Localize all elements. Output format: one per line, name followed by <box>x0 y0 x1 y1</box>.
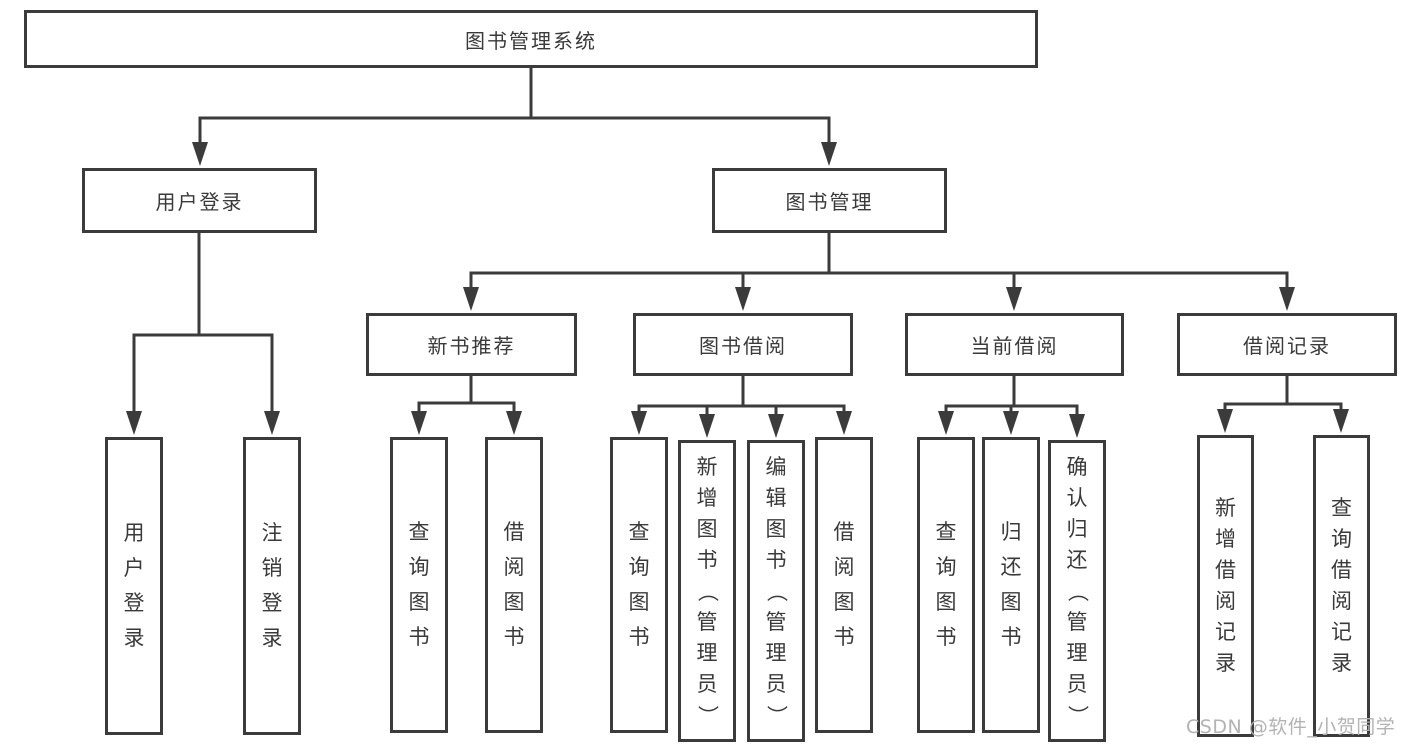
node-label: 查询图书 <box>628 520 650 649</box>
node-book-borrow: 图书借阅 <box>633 313 853 376</box>
node-label: 用户登录 <box>155 190 244 214</box>
leaf-return-book: 归还图书 <box>982 437 1040 733</box>
node-label: 借阅图书 <box>503 520 525 649</box>
node-label: 确认归还（管理员） <box>1065 454 1090 726</box>
node-label: 借阅图书 <box>833 520 855 649</box>
node-label: 新书推荐 <box>427 334 516 358</box>
leaf-borrow-books: 借阅图书 <box>815 437 873 733</box>
node-current-borrow: 当前借阅 <box>905 313 1124 376</box>
leaf-borrow-books-recommend: 借阅图书 <box>485 437 543 733</box>
node-label: 借阅记录 <box>1243 334 1331 358</box>
node-label: 查询图书 <box>408 520 430 649</box>
leaf-query-borrow-record: 查询借阅记录 <box>1313 435 1370 737</box>
leaf-logout: 注销登录 <box>243 437 301 735</box>
node-label: 图书管理 <box>785 190 874 214</box>
node-label: 归还图书 <box>1000 520 1022 649</box>
leaf-edit-book-admin: 编辑图书（管理员） <box>747 440 805 742</box>
node-label: 编辑图书（管理员） <box>764 454 789 726</box>
node-label: 新增借阅记录 <box>1215 496 1236 675</box>
leaf-query-books-current: 查询图书 <box>917 437 975 733</box>
node-user-login: 用户登录 <box>82 168 317 233</box>
leaf-confirm-return-admin: 确认归还（管理员） <box>1048 440 1106 742</box>
leaf-user-login: 用户登录 <box>105 437 163 735</box>
node-label: 当前借阅 <box>970 334 1059 358</box>
node-label: 注销登录 <box>261 521 283 650</box>
leaf-query-books-recommend: 查询图书 <box>390 437 448 733</box>
leaf-query-books-borrow: 查询图书 <box>610 437 668 733</box>
csdn-watermark: CSDN @软件_小贺同学 <box>1186 716 1396 738</box>
leaf-add-book-admin: 新增图书（管理员） <box>678 440 736 742</box>
node-label: 图书借阅 <box>699 334 787 358</box>
node-label: 图书管理系统 <box>465 28 597 53</box>
node-library-system: 图书管理系统 <box>24 10 1038 68</box>
node-borrow-records: 借阅记录 <box>1177 313 1397 376</box>
node-label: 查询图书 <box>935 520 957 649</box>
node-book-management: 图书管理 <box>712 168 947 233</box>
node-new-book-recommend: 新书推荐 <box>366 313 577 376</box>
node-label: 用户登录 <box>123 521 145 650</box>
leaf-add-borrow-record: 新增借阅记录 <box>1197 435 1254 737</box>
node-label: 查询借阅记录 <box>1331 496 1352 675</box>
node-label: 新增图书（管理员） <box>695 454 720 726</box>
